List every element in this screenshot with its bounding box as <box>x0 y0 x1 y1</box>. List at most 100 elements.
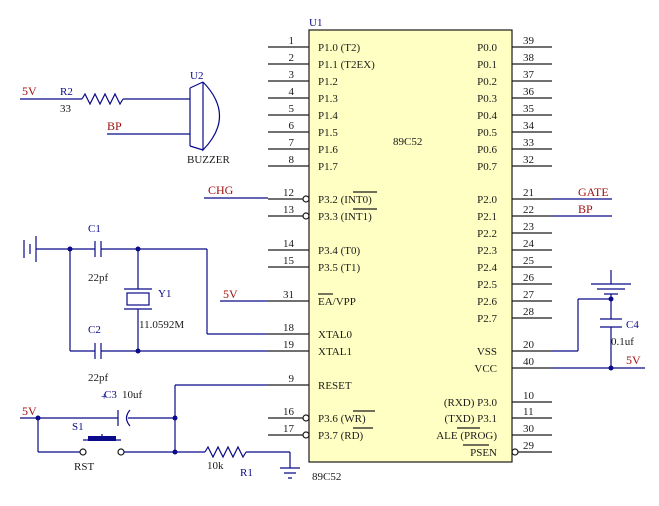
crystal-y1-plates <box>124 288 152 310</box>
pin-number: 36 <box>523 86 535 98</box>
r2-ref: R2 <box>60 86 73 98</box>
c3-ref: C3 <box>104 389 117 401</box>
net-label-chg: CHG <box>208 183 234 197</box>
pin-name: P1.3 <box>318 93 338 105</box>
pin-name: P0.7 <box>477 161 497 173</box>
pin-name: P0.2 <box>477 76 497 88</box>
resistor-r1 <box>204 445 247 459</box>
pin-name: (TXD) P3.1 <box>444 413 497 425</box>
pin-number: 7 <box>289 137 295 149</box>
pin-name: P1.7 <box>318 161 338 173</box>
pin-name: VSS <box>477 346 497 358</box>
pin-name: PSEN <box>470 447 497 459</box>
pin-number: 18 <box>283 322 295 334</box>
pin-number: 6 <box>289 120 295 132</box>
pin-name: P0.0 <box>477 42 497 54</box>
pin-inversion-bubble <box>302 195 310 203</box>
s1-ref: S1 <box>72 421 84 433</box>
r1-value: 10k <box>207 460 224 472</box>
ground-icon <box>591 270 631 295</box>
pin-name: P0.5 <box>477 127 497 139</box>
pin-name: P2.4 <box>477 262 497 274</box>
pin-name: P0.1 <box>477 59 497 71</box>
pin-number: 12 <box>283 187 294 199</box>
pin-number: 17 <box>283 423 295 435</box>
pin-name: ALE (PROG) <box>436 430 497 442</box>
pin-number: 15 <box>283 255 295 267</box>
left-pin-group: 1P1.0 (T2)2P1.1 (T2EX)3P1.24P1.35P1.46P1… <box>268 35 377 442</box>
pin-name: P2.7 <box>477 313 497 325</box>
c1-value: 22pf <box>88 272 109 284</box>
net-label-vcc-5v: 5V <box>626 353 641 367</box>
pin-number: 21 <box>523 187 534 199</box>
pin-number: 32 <box>523 154 534 166</box>
switch-contact <box>117 448 125 456</box>
pin-name: EA/VPP <box>318 296 356 308</box>
pin-name: P0.3 <box>477 93 497 105</box>
chip-footer-label: 89C52 <box>312 471 341 483</box>
net-label-gate: GATE <box>578 185 609 199</box>
capacitor-c1 <box>94 241 102 257</box>
pin-name: P2.5 <box>477 279 497 291</box>
resistor-r2 <box>81 92 124 106</box>
switch-contact <box>79 448 87 456</box>
r1-ref: R1 <box>240 467 253 479</box>
pin-number: 35 <box>523 103 535 115</box>
y1-value: 11.0592M <box>139 319 184 331</box>
pin-name: P3.5 (T1) <box>318 262 361 274</box>
pin-name: P1.5 <box>318 127 338 139</box>
pin-inversion-bubble <box>302 212 310 220</box>
pin-number: 40 <box>523 356 535 368</box>
pin-number: 13 <box>283 204 295 216</box>
chip-designator: U1 <box>309 17 322 29</box>
pin-name: P2.0 <box>477 194 497 206</box>
crystal-y1-body <box>126 292 150 306</box>
net-label-reset-5v: 5V <box>22 404 37 418</box>
switch-actuator <box>88 436 116 441</box>
pin-name: (RXD) P3.0 <box>444 397 498 409</box>
reset-section: 5V + C3 10uf S1 RST 10k R1 <box>20 384 300 479</box>
pin-number: 3 <box>289 69 295 81</box>
pin-number: 30 <box>523 423 535 435</box>
pin-number: 10 <box>523 390 535 402</box>
net-label-buzzer-5v: 5V <box>22 84 37 98</box>
pin-name: P2.6 <box>477 296 497 308</box>
y1-ref: Y1 <box>158 288 171 300</box>
oscillator-section: C1 22pf Y1 11.0592M C2 22pf <box>23 223 268 384</box>
pin-name: P3.3 (INT1) <box>318 211 372 223</box>
c2-value: 22pf <box>88 372 109 384</box>
pin-number: 9 <box>289 373 295 385</box>
pin-number: 4 <box>289 86 295 98</box>
c4-value: 0.1uf <box>611 336 634 348</box>
pin-number: 2 <box>289 52 295 64</box>
buzzer-name: BUZZER <box>187 154 230 166</box>
c2-ref: C2 <box>88 324 101 336</box>
pin-name: XTAL0 <box>318 329 352 341</box>
decoupling-section: C4 0.1uf 5V <box>552 270 645 371</box>
pin-number: 25 <box>523 255 535 267</box>
buzzer-section: 5V R2 33 BP U2 BUZZER <box>20 70 230 166</box>
c3-polarity: + <box>101 391 107 403</box>
pin-number: 31 <box>283 289 294 301</box>
buzzer-ref: U2 <box>190 70 203 82</box>
pin-number: 22 <box>523 204 534 216</box>
c4-ref: C4 <box>626 319 639 331</box>
net-label-bp-out: BP <box>578 202 593 216</box>
microcontroller-u1: U1 89C52 89C52 1P1.0 (T2)2P1.1 (T2EX)3P1… <box>268 17 552 483</box>
wire <box>189 81 204 89</box>
buzzer-u2-symbol <box>189 81 221 152</box>
pin-number: 26 <box>523 272 535 284</box>
pin-number: 5 <box>289 103 295 115</box>
pin-number: 14 <box>283 238 295 250</box>
pin-number: 34 <box>523 120 535 132</box>
c3-value: 10uf <box>122 389 143 401</box>
chip-part-label: 89C52 <box>393 136 422 148</box>
capacitor-c2 <box>94 343 102 359</box>
pin-number: 20 <box>523 339 535 351</box>
pin-number: 11 <box>523 406 534 418</box>
wire <box>189 145 204 151</box>
pin-name: P3.7 (RD) <box>318 430 364 442</box>
pin-inversion-bubble <box>511 448 519 456</box>
pin-name: P3.2 (INT0) <box>318 194 372 206</box>
